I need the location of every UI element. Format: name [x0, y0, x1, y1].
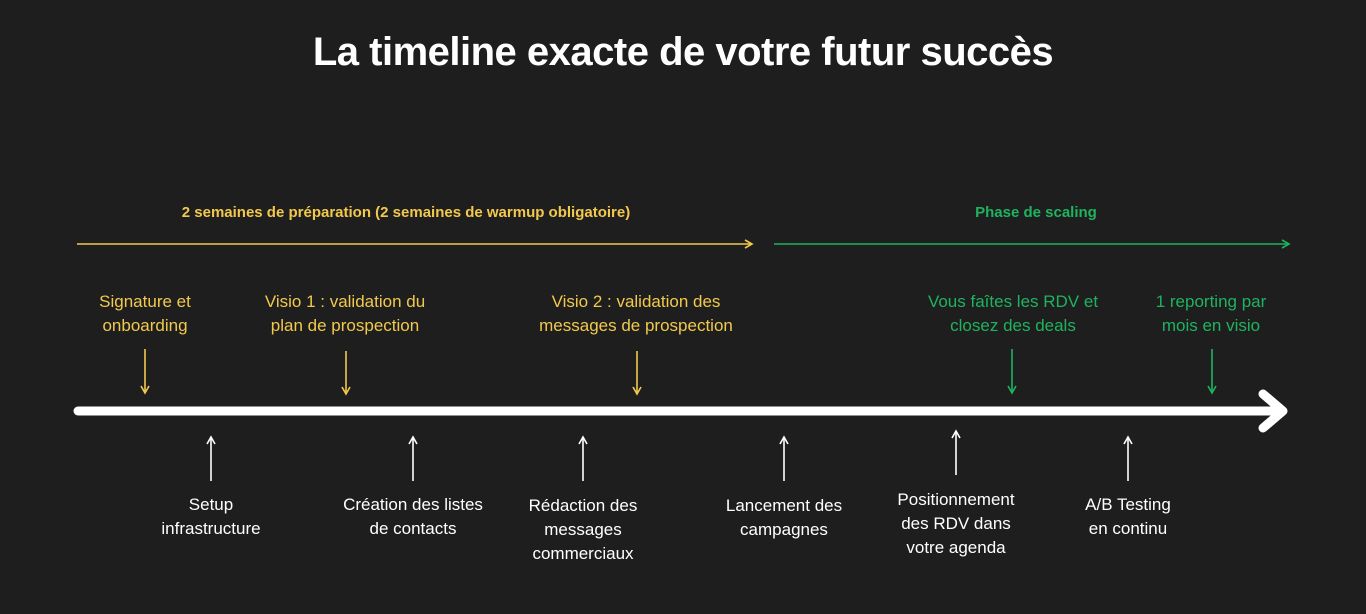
- event-text-line: A/B Testing: [1085, 495, 1171, 514]
- event-text-line: votre agenda: [906, 538, 1006, 557]
- phase-label-preparation: 2 semaines de préparation (2 semaines de…: [181, 204, 631, 221]
- event-reporting: 1 reporting par mois en visio: [1129, 290, 1293, 338]
- event-lancement-campagnes: Lancement des campagnes: [704, 494, 864, 542]
- event-text-line: onboarding: [102, 316, 188, 335]
- event-text-line: Signature et: [99, 292, 191, 311]
- event-text-line: Rédaction des: [528, 496, 638, 515]
- event-text-line: campagnes: [740, 520, 828, 539]
- page-title: La timeline exacte de votre futur succès: [312, 30, 1054, 74]
- event-text-line: Création des listes: [343, 495, 483, 514]
- event-redaction-messages: Rédaction des messages commerciaux: [503, 494, 663, 566]
- event-text-line: Visio 2 : validation des: [551, 292, 721, 311]
- event-visio2: Visio 2 : validation des messages de pro…: [506, 290, 766, 338]
- event-text-line: de contacts: [369, 519, 457, 538]
- event-text-line: mois en visio: [1161, 316, 1261, 335]
- event-text-line: 1 reporting par: [1155, 292, 1267, 311]
- main-timeline-arrowhead: [1258, 389, 1288, 433]
- event-text-line: des RDV dans: [901, 514, 1011, 533]
- event-text-line: closez des deals: [950, 316, 1076, 335]
- event-text-line: Setup: [188, 495, 234, 514]
- event-setup-infrastructure: Setup infrastructure: [131, 493, 291, 541]
- event-ab-testing: A/B Testing en continu: [1048, 493, 1208, 541]
- phase-label-scaling: Phase de scaling: [975, 204, 1097, 221]
- event-text-line: Vous faîtes les RDV et: [927, 292, 1099, 311]
- event-text-line: Positionnement: [897, 490, 1015, 509]
- event-text-line: commerciaux: [532, 544, 634, 563]
- event-text-line: messages de prospection: [539, 316, 733, 335]
- event-rdv-deals: Vous faîtes les RDV et closez des deals: [903, 290, 1123, 338]
- event-creation-listes: Création des listes de contacts: [318, 493, 508, 541]
- event-text-line: messages: [544, 520, 622, 539]
- event-visio1: Visio 1 : validation du plan de prospect…: [235, 290, 455, 338]
- event-text-line: plan de prospection: [270, 316, 420, 335]
- event-text-line: infrastructure: [161, 519, 261, 538]
- event-positionnement-rdv: Positionnement des RDV dans votre agenda: [876, 488, 1036, 560]
- event-text-line: Visio 1 : validation du: [264, 292, 426, 311]
- event-text-line: en continu: [1088, 519, 1168, 538]
- event-text-line: Lancement des: [725, 496, 843, 515]
- event-signature-onboarding: Signature et onboarding: [65, 290, 225, 338]
